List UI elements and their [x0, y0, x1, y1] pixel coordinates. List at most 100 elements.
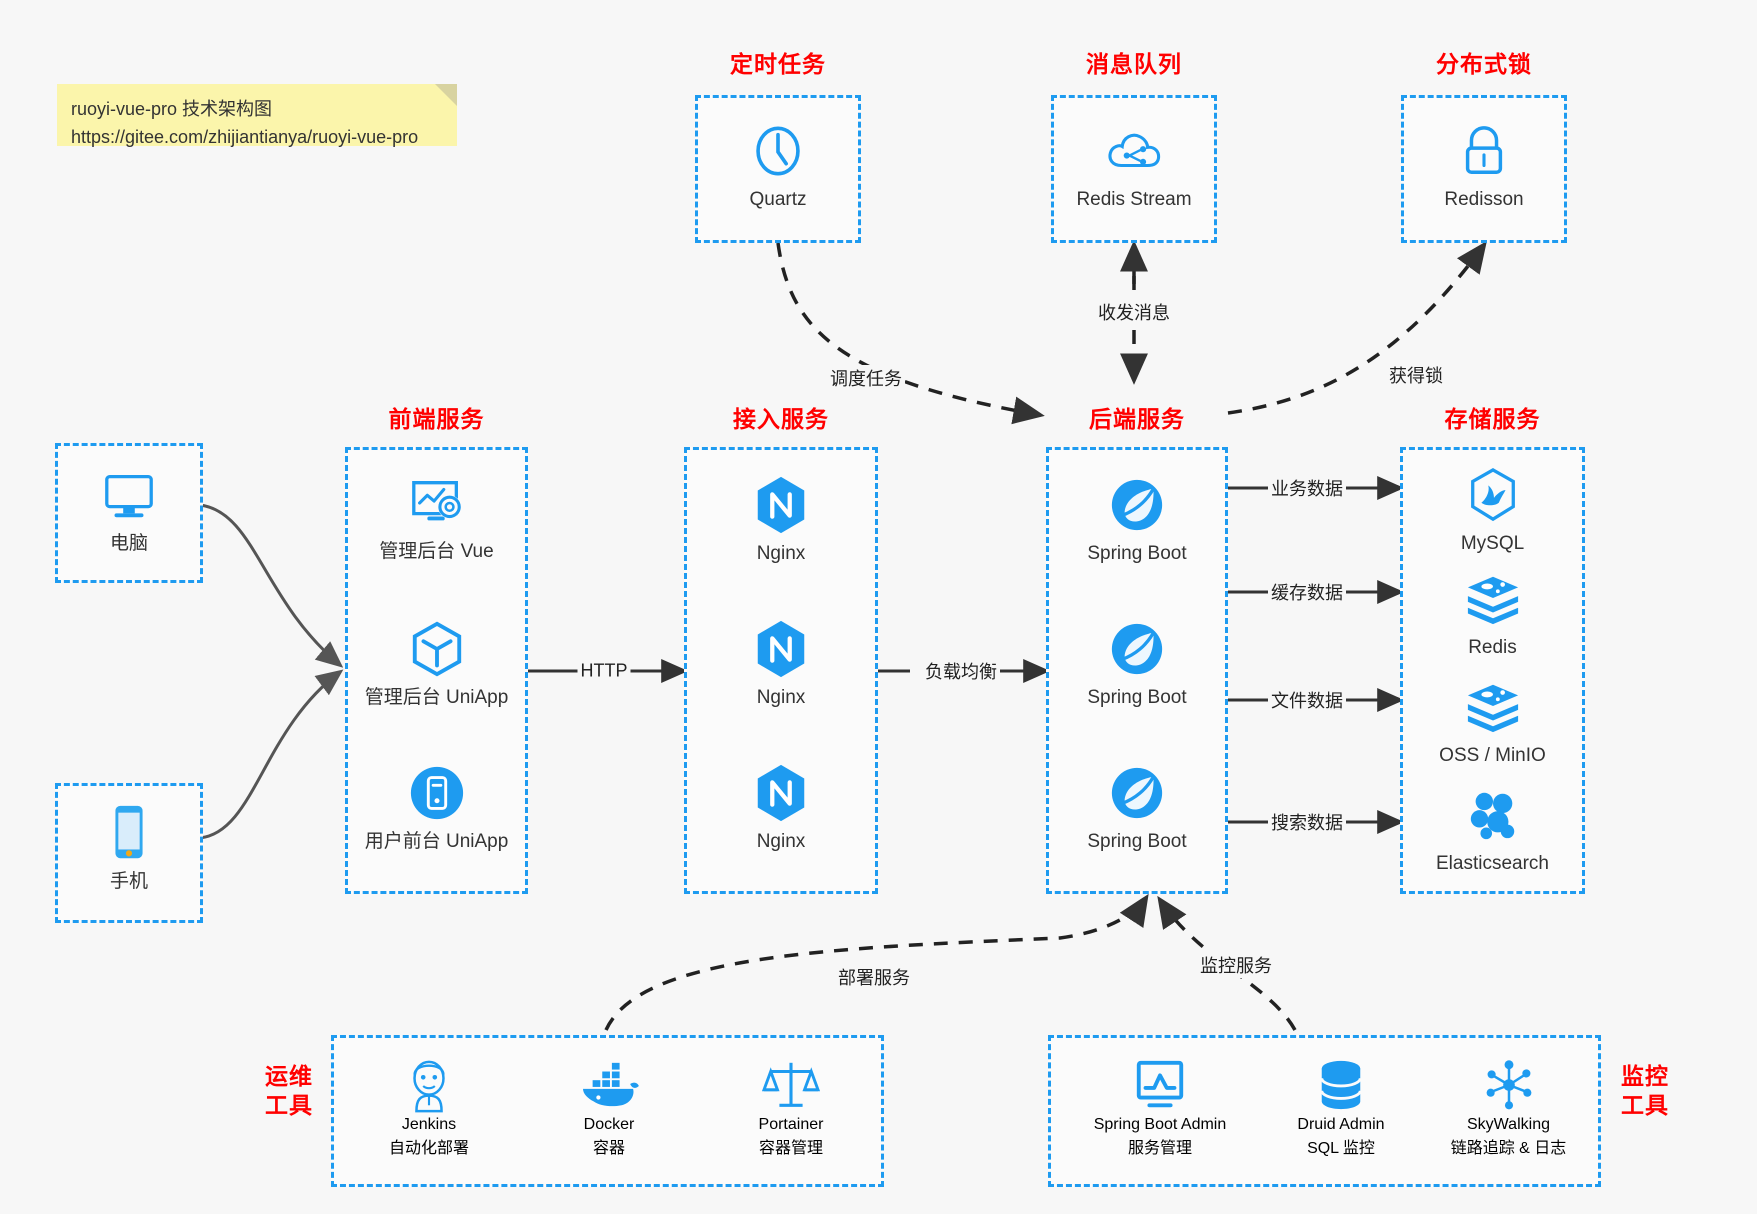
node-label: Spring Boot: [1087, 543, 1187, 564]
node-oss-minio[interactable]: OSS / MinIO: [1403, 676, 1582, 769]
note-url: https://gitee.com/zhijiantianya/ruoyi-vu…: [71, 126, 419, 147]
node-sublabel: 容器: [592, 1140, 625, 1157]
node-label: Portainer: [758, 1116, 824, 1133]
group-title-backend: 后端服务: [1089, 406, 1185, 432]
node-label: Druid Admin: [1297, 1116, 1385, 1133]
node-nginx-1[interactable]: Nginx: [687, 474, 875, 567]
elasticsearch-icon: [1403, 784, 1582, 846]
node-label: Spring Boot: [1087, 831, 1187, 852]
scales-icon: [716, 1054, 866, 1116]
monitor-chart-icon: [1065, 1054, 1255, 1116]
node-docker[interactable]: Docker 容器: [534, 1054, 684, 1158]
group-box-storage: MySQL Redis: [1400, 447, 1585, 894]
node-label: Redis: [1468, 637, 1517, 658]
group-box-scheduler: Quartz: [695, 95, 861, 243]
database-icon: [1266, 1054, 1416, 1116]
spring-boot-icon: [1049, 474, 1225, 536]
group-box-client-mobile: 手机: [55, 783, 203, 923]
node-druid-admin[interactable]: Druid Admin SQL 监控: [1266, 1054, 1416, 1158]
nginx-icon: [687, 762, 875, 824]
group-title-gateway: 接入服务: [733, 406, 829, 432]
node-label: 管理后台 Vue: [379, 541, 494, 562]
edge-label-load-balance: 负载均衡: [922, 658, 1000, 684]
mysql-icon: [1403, 464, 1582, 526]
monitor-icon: [58, 464, 200, 526]
node-spring-boot-3[interactable]: Spring Boot: [1049, 762, 1225, 855]
group-box-devops: Jenkins 自动化部署: [331, 1035, 884, 1187]
node-label: Spring Boot Admin: [1093, 1116, 1227, 1133]
edge-label-business-data: 业务数据: [1268, 475, 1346, 501]
jenkins-icon: [354, 1054, 504, 1116]
node-pc[interactable]: 电脑: [58, 464, 200, 557]
group-title-devops: 运维 工具: [258, 1062, 320, 1120]
node-elasticsearch[interactable]: Elasticsearch: [1403, 784, 1582, 877]
node-nginx-2[interactable]: Nginx: [687, 618, 875, 711]
phone-icon: [58, 802, 200, 864]
group-title-message-queue: 消息队列: [1086, 51, 1182, 77]
edge-label-send-receive-message: 收发消息: [1095, 299, 1173, 325]
docker-icon: [534, 1054, 684, 1116]
group-box-message-queue: Redis Stream: [1051, 95, 1217, 243]
spring-boot-icon: [1049, 618, 1225, 680]
group-title-monitoring-line2: 工具: [1621, 1091, 1669, 1118]
group-title-devops-line2: 工具: [265, 1091, 313, 1118]
node-label: Spring Boot: [1087, 687, 1187, 708]
edge-label-file-data: 文件数据: [1268, 687, 1346, 713]
edge-label-http: HTTP: [577, 660, 631, 682]
edge-label-search-data: 搜索数据: [1268, 809, 1346, 835]
node-spring-boot-admin[interactable]: Spring Boot Admin 服务管理: [1065, 1054, 1255, 1158]
edge-label-deploy-service: 部署服务: [835, 964, 913, 990]
node-redis[interactable]: Redis: [1403, 568, 1582, 661]
group-title-distributed-lock: 分布式锁: [1436, 51, 1532, 77]
mobile-app-icon: [348, 762, 525, 824]
diagram-note: ruoyi-vue-pro 技术架构图 https://gitee.com/zh…: [57, 84, 457, 147]
node-sublabel: SQL 监控: [1307, 1140, 1375, 1157]
group-box-monitoring: Spring Boot Admin 服务管理 Druid Admin SQL 监…: [1048, 1035, 1601, 1187]
node-sublabel: 服务管理: [1127, 1140, 1192, 1157]
node-redis-stream[interactable]: Redis Stream: [1054, 120, 1214, 213]
nginx-icon: [687, 474, 875, 536]
node-jenkins[interactable]: Jenkins 自动化部署: [354, 1054, 504, 1158]
group-title-monitoring: 监控 工具: [1614, 1062, 1676, 1120]
node-quartz[interactable]: Quartz: [698, 120, 858, 213]
node-label: Docker: [583, 1116, 635, 1133]
node-label: Quartz: [749, 189, 807, 210]
node-skywalking[interactable]: SkyWalking 链路追踪 & 日志: [1421, 1054, 1596, 1158]
node-admin-uniapp[interactable]: 管理后台 UniApp: [348, 618, 525, 711]
node-label: 管理后台 UniApp: [364, 687, 509, 708]
node-spring-boot-2[interactable]: Spring Boot: [1049, 618, 1225, 711]
node-label: Nginx: [756, 687, 806, 708]
node-mobile[interactable]: 手机: [58, 802, 200, 895]
node-label: SkyWalking: [1467, 1116, 1550, 1133]
lock-icon: [1404, 120, 1564, 182]
node-admin-vue[interactable]: 管理后台 Vue: [348, 472, 525, 565]
note-corner-icon: [435, 84, 457, 106]
group-box-client-pc: 电脑: [55, 443, 203, 583]
edge-label-schedule-task: 调度任务: [827, 365, 905, 391]
node-label: Nginx: [756, 543, 806, 564]
node-nginx-3[interactable]: Nginx: [687, 762, 875, 855]
group-title-storage: 存储服务: [1444, 406, 1541, 432]
node-label: Jenkins: [401, 1116, 457, 1133]
note-title: ruoyi-vue-pro 技术架构图: [71, 99, 273, 119]
group-title-frontend: 前端服务: [388, 406, 485, 432]
node-redisson[interactable]: Redisson: [1404, 120, 1564, 213]
node-portainer[interactable]: Portainer 容器管理: [716, 1054, 866, 1158]
node-user-uniapp[interactable]: 用户前台 UniApp: [348, 762, 525, 855]
group-box-backend: Spring Boot Spring Boot Spring Boot: [1046, 447, 1228, 894]
node-mysql[interactable]: MySQL: [1403, 464, 1582, 557]
node-sublabel: 自动化部署: [388, 1140, 469, 1157]
skywalking-icon: [1421, 1054, 1596, 1116]
group-title-scheduler: 定时任务: [730, 51, 826, 77]
node-label: Redis Stream: [1076, 189, 1192, 210]
dashboard-gear-icon: [348, 472, 525, 534]
node-spring-boot-1[interactable]: Spring Boot: [1049, 474, 1225, 567]
group-title-monitoring-line1: 监控: [1621, 1063, 1669, 1089]
oss-minio-icon: [1403, 676, 1582, 738]
group-box-frontend: 管理后台 Vue 管理后台 UniApp 用户前台 UniApp: [345, 447, 528, 894]
node-label: MySQL: [1460, 533, 1525, 554]
node-sublabel: 链路追踪 & 日志: [1450, 1140, 1567, 1157]
group-box-distributed-lock: Redisson: [1401, 95, 1567, 243]
edge-label-cache-data: 缓存数据: [1268, 579, 1346, 605]
